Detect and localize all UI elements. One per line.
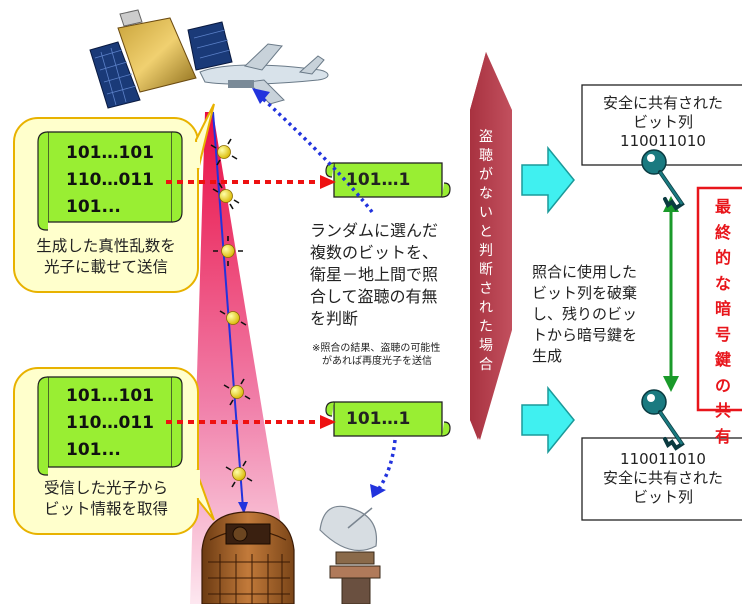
bits-line: 101…101: [66, 143, 154, 163]
box-top: [581, 84, 742, 166]
cyan-arrow-top: [521, 145, 575, 215]
bits-line: 101…101: [66, 386, 154, 406]
bit-scroll-bottom: [37, 376, 183, 476]
scroll-bottom: [325, 401, 451, 437]
photon-icon: [213, 236, 243, 266]
bits-line: 110…011: [66, 170, 154, 190]
dotted-blue-up: [252, 88, 374, 214]
bits-top: 101…101 110…011 101...: [66, 140, 154, 221]
airship-icon: [199, 43, 329, 105]
satellite-icon: [89, 9, 233, 109]
photon-icon: [219, 310, 247, 326]
cyan-arrow-bottom: [521, 385, 575, 455]
beam: [190, 111, 294, 604]
photons: [210, 138, 253, 488]
scroll-top: [325, 162, 451, 198]
green-double-arrow: [663, 196, 679, 392]
right-bottom-box-text: 110011010 安全に共有された ビット列: [602, 450, 723, 506]
middle-panel: [306, 214, 464, 380]
scroll-top-label: 101…1: [346, 170, 411, 190]
photon-icon: [223, 378, 251, 406]
bubble-top-caption: 生成した真性乱数を 光子に載せて送信: [36, 237, 176, 276]
middle-note: ※照合の結果、盗聴の可能性 があれば再度光子を送信: [312, 343, 441, 367]
ground-station-icon: [201, 511, 295, 604]
middle-text: ランダムに選んだ 複数のビットを、 衛星－地上間で照 合して盗聴の有無 を判断: [310, 221, 439, 328]
big-arrow: [470, 52, 512, 440]
final-label-text: 最 終 的 な 暗 号 鍵 の 共 有: [714, 197, 731, 446]
right-middle-text: 照合に使用した ビット列を破棄 し、残りのビッ トから暗号鍵を 生成: [532, 263, 638, 365]
photon-icon: [212, 182, 240, 210]
antenna-dish-icon: [319, 505, 381, 604]
right-top-box-text: 安全に共有された ビット列 110011010: [602, 94, 723, 150]
photon-icon: [210, 138, 238, 166]
bit-scroll-top: [37, 131, 183, 231]
key-icon: [641, 149, 685, 211]
dotted-red-top: [166, 175, 336, 189]
final-label-box: [696, 186, 742, 412]
bubble-bottom-caption: 受信した光子から ビット情報を取得: [43, 479, 168, 518]
photon-icon: [225, 460, 253, 488]
box-bottom: [581, 437, 742, 521]
scroll-bottom-label: 101…1: [346, 409, 411, 429]
dotted-red-bottom: [166, 415, 336, 429]
bits-line: 101...: [66, 197, 121, 217]
arrow-vertical-text: 盗 聴 が な い と 判 断 さ れ た 場 合: [479, 129, 493, 373]
key-icon: [641, 389, 685, 451]
dotted-blue-down: [370, 439, 397, 498]
bits-line: 110…011: [66, 413, 154, 433]
bits-bottom: 101…101 110…011 101...: [66, 383, 154, 464]
bits-line: 101...: [66, 440, 121, 460]
